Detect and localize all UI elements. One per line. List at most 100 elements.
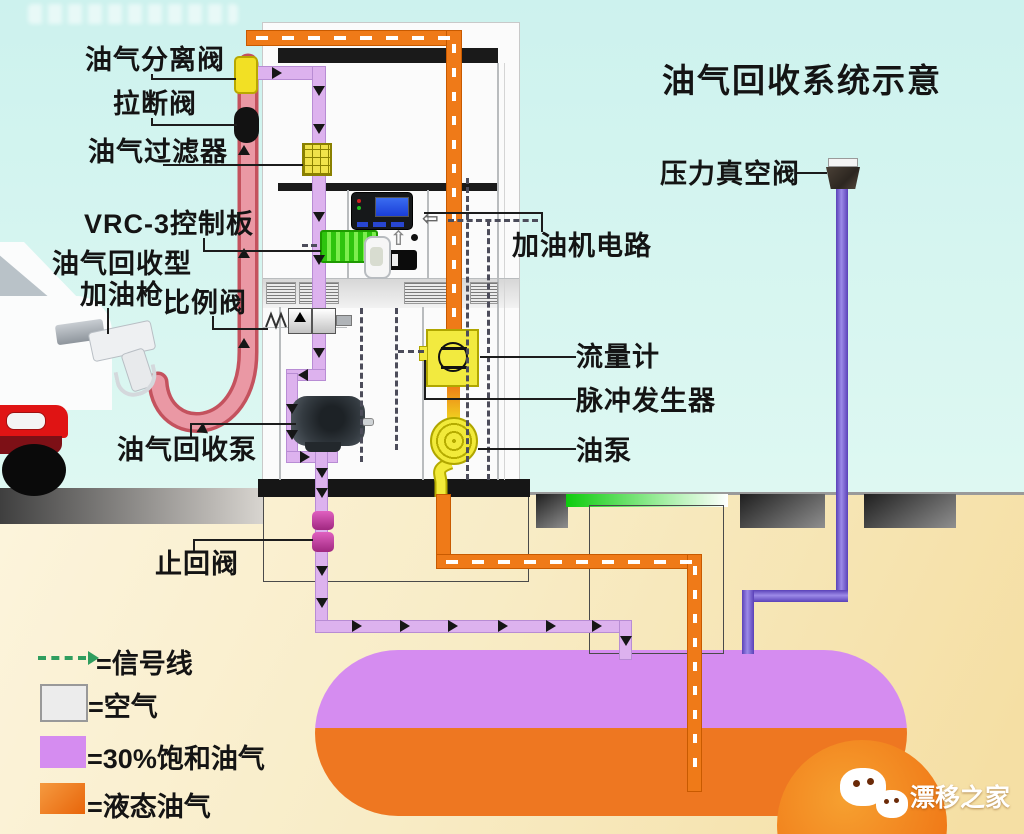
flow-meter-chord <box>441 347 467 350</box>
legend-label-vapor: 30%饱和油气 <box>102 744 265 774</box>
liquid-flow-dashes <box>693 566 697 782</box>
liquid-flow-dashes <box>256 36 452 40</box>
flow-arrow <box>316 468 328 478</box>
flow-arrow <box>316 598 328 608</box>
flow-arrow <box>316 566 328 576</box>
proportional-valve-port <box>336 315 352 326</box>
recovery-pump-pedestal <box>305 442 341 452</box>
label-nozzle-line2: 加油枪 <box>80 280 164 310</box>
flow-arrow <box>286 430 298 440</box>
car-wheel <box>2 444 66 496</box>
pavement-block <box>536 494 568 528</box>
flow-arrow <box>313 86 325 96</box>
leader <box>163 164 303 166</box>
flow-arrow <box>286 404 298 414</box>
vapor-filter-grid <box>302 143 332 176</box>
left-arrow-icon: ⇦ <box>422 206 439 230</box>
wechat-icon-small <box>876 790 908 818</box>
leader <box>480 356 576 358</box>
pavement-block <box>740 494 825 528</box>
label-breakaway-valve: 拉断阀 <box>113 89 197 119</box>
leader <box>424 212 542 214</box>
speaker-grille <box>470 282 498 304</box>
signal-line-column <box>360 308 363 462</box>
leader <box>797 172 827 174</box>
leader <box>151 124 237 126</box>
flow-arrow <box>238 145 250 155</box>
legend-eq: = <box>87 792 103 822</box>
flow-arrow <box>298 369 308 381</box>
diagram-title: 油气回收系统示意 <box>662 62 942 99</box>
label-dispenser-circuit: 加油机电路 <box>512 231 652 261</box>
signal-line-board <box>302 244 317 247</box>
legend-eq: = <box>88 692 104 722</box>
leader <box>151 78 236 80</box>
flow-arrow <box>448 620 458 632</box>
signal-line-circuit <box>448 219 538 222</box>
oil-pump-spiral <box>430 417 478 465</box>
meter-to-pump-pipe <box>447 385 460 419</box>
wechat-icon-eye <box>894 798 899 803</box>
wechat-icon-eye <box>884 799 889 804</box>
flow-meter-chord <box>441 366 467 369</box>
check-valve-lower <box>312 532 334 552</box>
leader <box>424 398 576 400</box>
leader <box>212 328 268 330</box>
flow-arrow <box>272 67 282 79</box>
leader <box>541 212 543 232</box>
brand-name: 漂移之家 <box>910 784 1011 812</box>
nozzle-boot-notch <box>370 247 383 266</box>
label-pv-valve: 压力真空阀 <box>660 159 800 189</box>
flow-meter-tab <box>419 346 428 361</box>
pv-valve-collar <box>828 158 858 167</box>
cabinet-frame-line <box>497 63 499 480</box>
leader <box>193 539 313 541</box>
label-pulse-generator: 脉冲发生器 <box>576 386 716 416</box>
flow-arrow <box>313 348 325 358</box>
display-led <box>357 206 361 210</box>
leader <box>190 423 192 437</box>
dispenser-base <box>258 479 530 497</box>
display-led <box>357 199 361 203</box>
recovery-pump-port <box>362 418 374 426</box>
legend-row-vapor: =30%饱和油气 <box>87 737 265 776</box>
liquid-flow-dashes <box>446 560 692 564</box>
label-vapor-filter: 油气过滤器 <box>88 137 228 167</box>
recovery-pump-body <box>291 396 365 446</box>
speaker-grille <box>266 282 296 304</box>
leader <box>107 308 109 334</box>
speaker-grille <box>404 282 448 304</box>
flow-arrow <box>238 338 250 348</box>
cabinet-mid-band <box>278 183 498 191</box>
label-flow-meter: 流量计 <box>576 342 660 372</box>
display-button <box>373 222 386 227</box>
legend-signal-dashes <box>38 656 86 660</box>
label-check-valve: 止回阀 <box>155 549 239 579</box>
legend-label-liquid: 液态油气 <box>102 792 211 822</box>
flow-arrow <box>546 620 556 632</box>
ground-line <box>520 492 1024 495</box>
legend-signal-arrow <box>88 651 99 665</box>
green-ground-strip <box>566 494 728 507</box>
vent-pipe-tank-stub <box>742 590 754 654</box>
flow-arrow <box>313 255 325 265</box>
flow-arrow <box>316 488 328 498</box>
signal-line-column <box>466 178 469 480</box>
vent-pipe-jog <box>748 590 848 602</box>
flow-arrow <box>313 212 325 222</box>
legend-eq: = <box>96 649 112 679</box>
check-valve-upper <box>312 511 334 530</box>
flow-arrow <box>400 620 410 632</box>
flow-arrow <box>592 620 602 632</box>
breakaway-coupling <box>234 107 259 143</box>
legend-row-signal: =信号线 <box>96 642 193 681</box>
display-button <box>391 222 404 227</box>
vapor-pipe-under-h <box>315 620 632 633</box>
legend-swatch-vapor <box>40 736 86 768</box>
keypad-slot <box>392 254 398 266</box>
cabinet-frame-line <box>279 307 281 480</box>
display-button <box>357 222 368 227</box>
leader <box>424 360 426 400</box>
flow-arrow <box>300 451 310 463</box>
